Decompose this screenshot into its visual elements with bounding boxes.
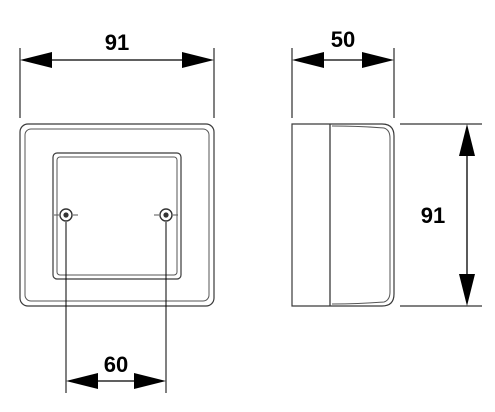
side-view — [291, 123, 395, 307]
arrowhead-top — [459, 124, 475, 156]
side-height-label: 91 — [421, 203, 445, 228]
screw-left — [54, 208, 78, 222]
front-cover-plate — [52, 152, 182, 280]
arrowhead-bottom — [459, 274, 475, 306]
arrowhead-right — [182, 52, 214, 68]
dimension-screw-spacing: 60 — [65, 222, 167, 393]
side-body-outline — [291, 123, 395, 307]
arrowhead-right — [362, 52, 394, 68]
side-cover-profile — [331, 125, 391, 305]
screw-right — [154, 208, 178, 222]
screw-spacing-label: 60 — [104, 352, 128, 377]
dimension-side-depth: 50 — [291, 27, 395, 118]
arrowhead-left — [66, 373, 98, 389]
front-frame-bevel — [24, 128, 210, 302]
dimension-front-width: 91 — [19, 30, 215, 118]
arrowhead-right — [134, 373, 166, 389]
front-cover-inner-edge — [56, 156, 178, 276]
arrowhead-left — [20, 52, 52, 68]
front-width-label: 91 — [105, 30, 129, 55]
front-view — [19, 123, 215, 307]
side-depth-label: 50 — [331, 27, 355, 52]
dimension-side-height: 91 — [400, 123, 482, 307]
arrowhead-left — [292, 52, 324, 68]
